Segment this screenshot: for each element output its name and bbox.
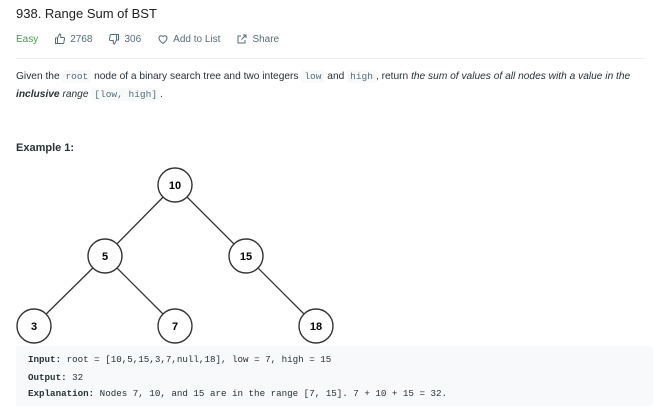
example-title: Example 1: <box>16 142 75 154</box>
node-label: 5 <box>102 251 108 263</box>
share-button[interactable]: Share <box>236 33 279 45</box>
tree-node-7: 7 <box>157 308 193 344</box>
explanation-line: Explanation: Nodes 7, 10, and 15 are in … <box>28 388 447 399</box>
inline-code-low: low <box>301 70 325 83</box>
dislikes-count: 306 <box>124 33 142 45</box>
description-emphasis: the sum of values of all nodes with a va… <box>411 71 631 82</box>
tree-node-3: 3 <box>16 308 52 344</box>
description-text: node of a binary search tree and two int… <box>91 71 302 82</box>
problem-title: 938. Range Sum of BST <box>16 6 157 21</box>
like-button[interactable]: 2768 <box>54 33 92 45</box>
node-label: 7 <box>172 321 178 333</box>
output-value: 32 <box>66 372 84 383</box>
input-line: Input: root = [10,5,15,3,7,null,18], low… <box>28 354 331 365</box>
dislike-button[interactable]: 306 <box>108 33 141 45</box>
share-label: Share <box>252 33 280 45</box>
tree-edges <box>33 184 317 327</box>
description-strong: inclusive <box>16 89 60 100</box>
description-text: . <box>160 89 163 100</box>
inline-code-root: root <box>62 70 92 83</box>
description-text: and <box>324 71 348 82</box>
add-to-list-button[interactable]: Add to List <box>157 33 220 45</box>
output-label: Output: <box>28 372 67 383</box>
node-label: 3 <box>31 321 37 333</box>
description-text: Given the <box>16 71 63 82</box>
tree-node-5: 5 <box>87 238 123 274</box>
thumbs-up-icon <box>55 33 66 45</box>
thumbs-down-icon <box>109 33 120 45</box>
add-to-list-label: Add to List <box>173 33 221 45</box>
likes-count: 2768 <box>70 33 93 45</box>
difficulty-badge: Easy <box>16 33 39 45</box>
description-emphasis: range <box>59 89 92 100</box>
problem-description: Given the root node of a binary search t… <box>16 68 656 104</box>
explanation-value: Nodes 7, 10, and 15 are in the range [7,… <box>94 388 448 399</box>
example-code-block: Input: root = [10,5,15,3,7,null,18], low… <box>16 346 653 406</box>
bst-diagram: 10 5 15 3 7 18 <box>16 167 334 344</box>
node-label: 18 <box>310 321 322 333</box>
heart-icon <box>158 35 168 45</box>
output-line: Output: 32 <box>28 372 83 383</box>
inline-code-high: high <box>347 70 376 83</box>
share-icon <box>237 34 247 44</box>
input-label: Input: <box>28 354 62 365</box>
tree-node-15: 15 <box>228 238 264 274</box>
divider <box>16 58 645 59</box>
input-value: root = [10,5,15,3,7,null,18], low = 7, h… <box>61 354 332 365</box>
explanation-label: Explanation: <box>28 388 95 399</box>
problem-meta-bar: Easy 2768 306 Add to List Share <box>16 32 295 46</box>
tree-node-10: 10 <box>157 167 193 203</box>
node-label: 15 <box>240 251 252 263</box>
tree-node-18: 18 <box>298 308 334 344</box>
node-label: 10 <box>169 180 181 192</box>
description-text: , return <box>375 71 412 82</box>
inline-code-range: [low, high] <box>91 88 161 101</box>
